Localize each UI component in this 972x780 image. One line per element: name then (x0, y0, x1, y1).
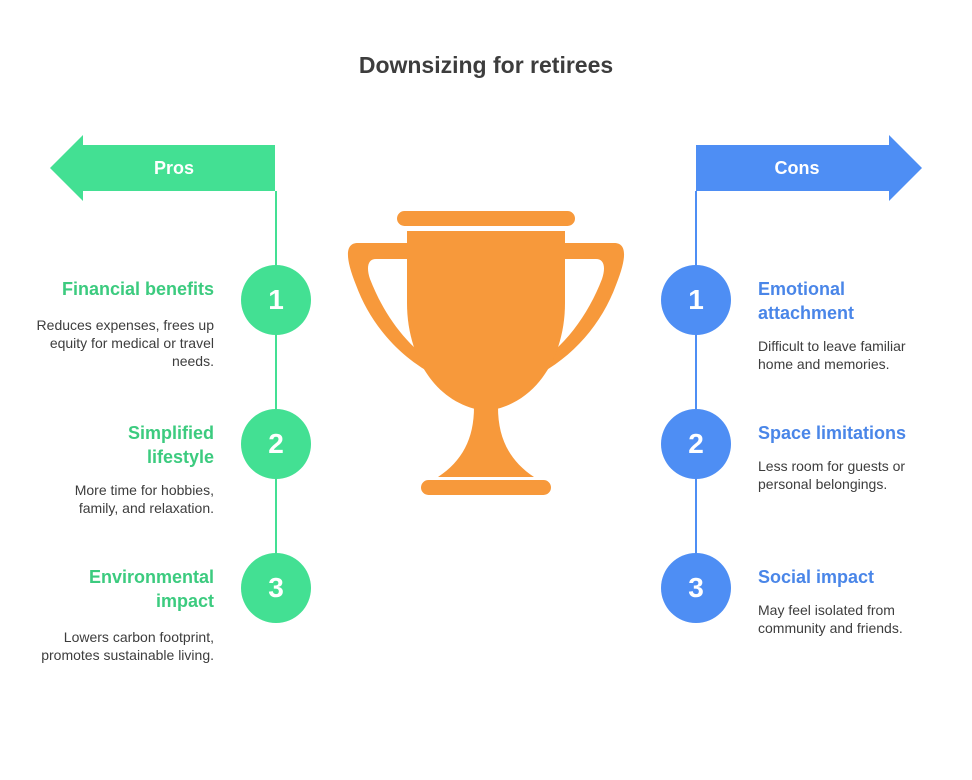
trophy-icon (347, 211, 625, 495)
cons-step-3-description: May feel isolated from community and fri… (758, 602, 903, 636)
cons-step-1-circle: 1 (661, 265, 731, 335)
cons-step-3-heading: Social impact (758, 567, 875, 587)
cons-step-2-description: Less room for guests or personal belongi… (758, 458, 906, 492)
pros-step-2-heading: Simplified lifestyle (127, 423, 214, 467)
cons-step-2-heading: Space limitations (758, 423, 907, 443)
pros-step-3-description: Lowers carbon footprint, promotes sustai… (41, 629, 214, 663)
cons-timeline-line (695, 191, 697, 588)
cons-step-1-heading: Emotional attachment (758, 279, 855, 323)
cons-step-3-circle: 3 (661, 553, 731, 623)
pros-step-1-circle: 1 (241, 265, 311, 335)
pros-step-1-heading: Financial benefits (61, 279, 214, 299)
cons-step-1-description: Difficult to leave familiar home and mem… (758, 338, 906, 372)
page-title: Downsizing for retirees (358, 52, 614, 78)
cons-step-2-circle: 2 (661, 409, 731, 479)
pros-step-1-description: Reduces expenses, frees up equity for me… (36, 317, 214, 369)
pros-label: Pros (153, 158, 195, 178)
cons-label: Cons (774, 158, 820, 178)
pros-step-3-heading: Environmental impact (88, 567, 214, 611)
pros-step-2-description: More time for hobbies, family, and relax… (74, 482, 214, 516)
pros-step-2-circle: 2 (241, 409, 311, 479)
pros-timeline-line (275, 191, 277, 588)
pros-step-3-circle: 3 (241, 553, 311, 623)
cons-arrow-banner (696, 135, 922, 201)
pros-arrow-banner (50, 135, 275, 201)
